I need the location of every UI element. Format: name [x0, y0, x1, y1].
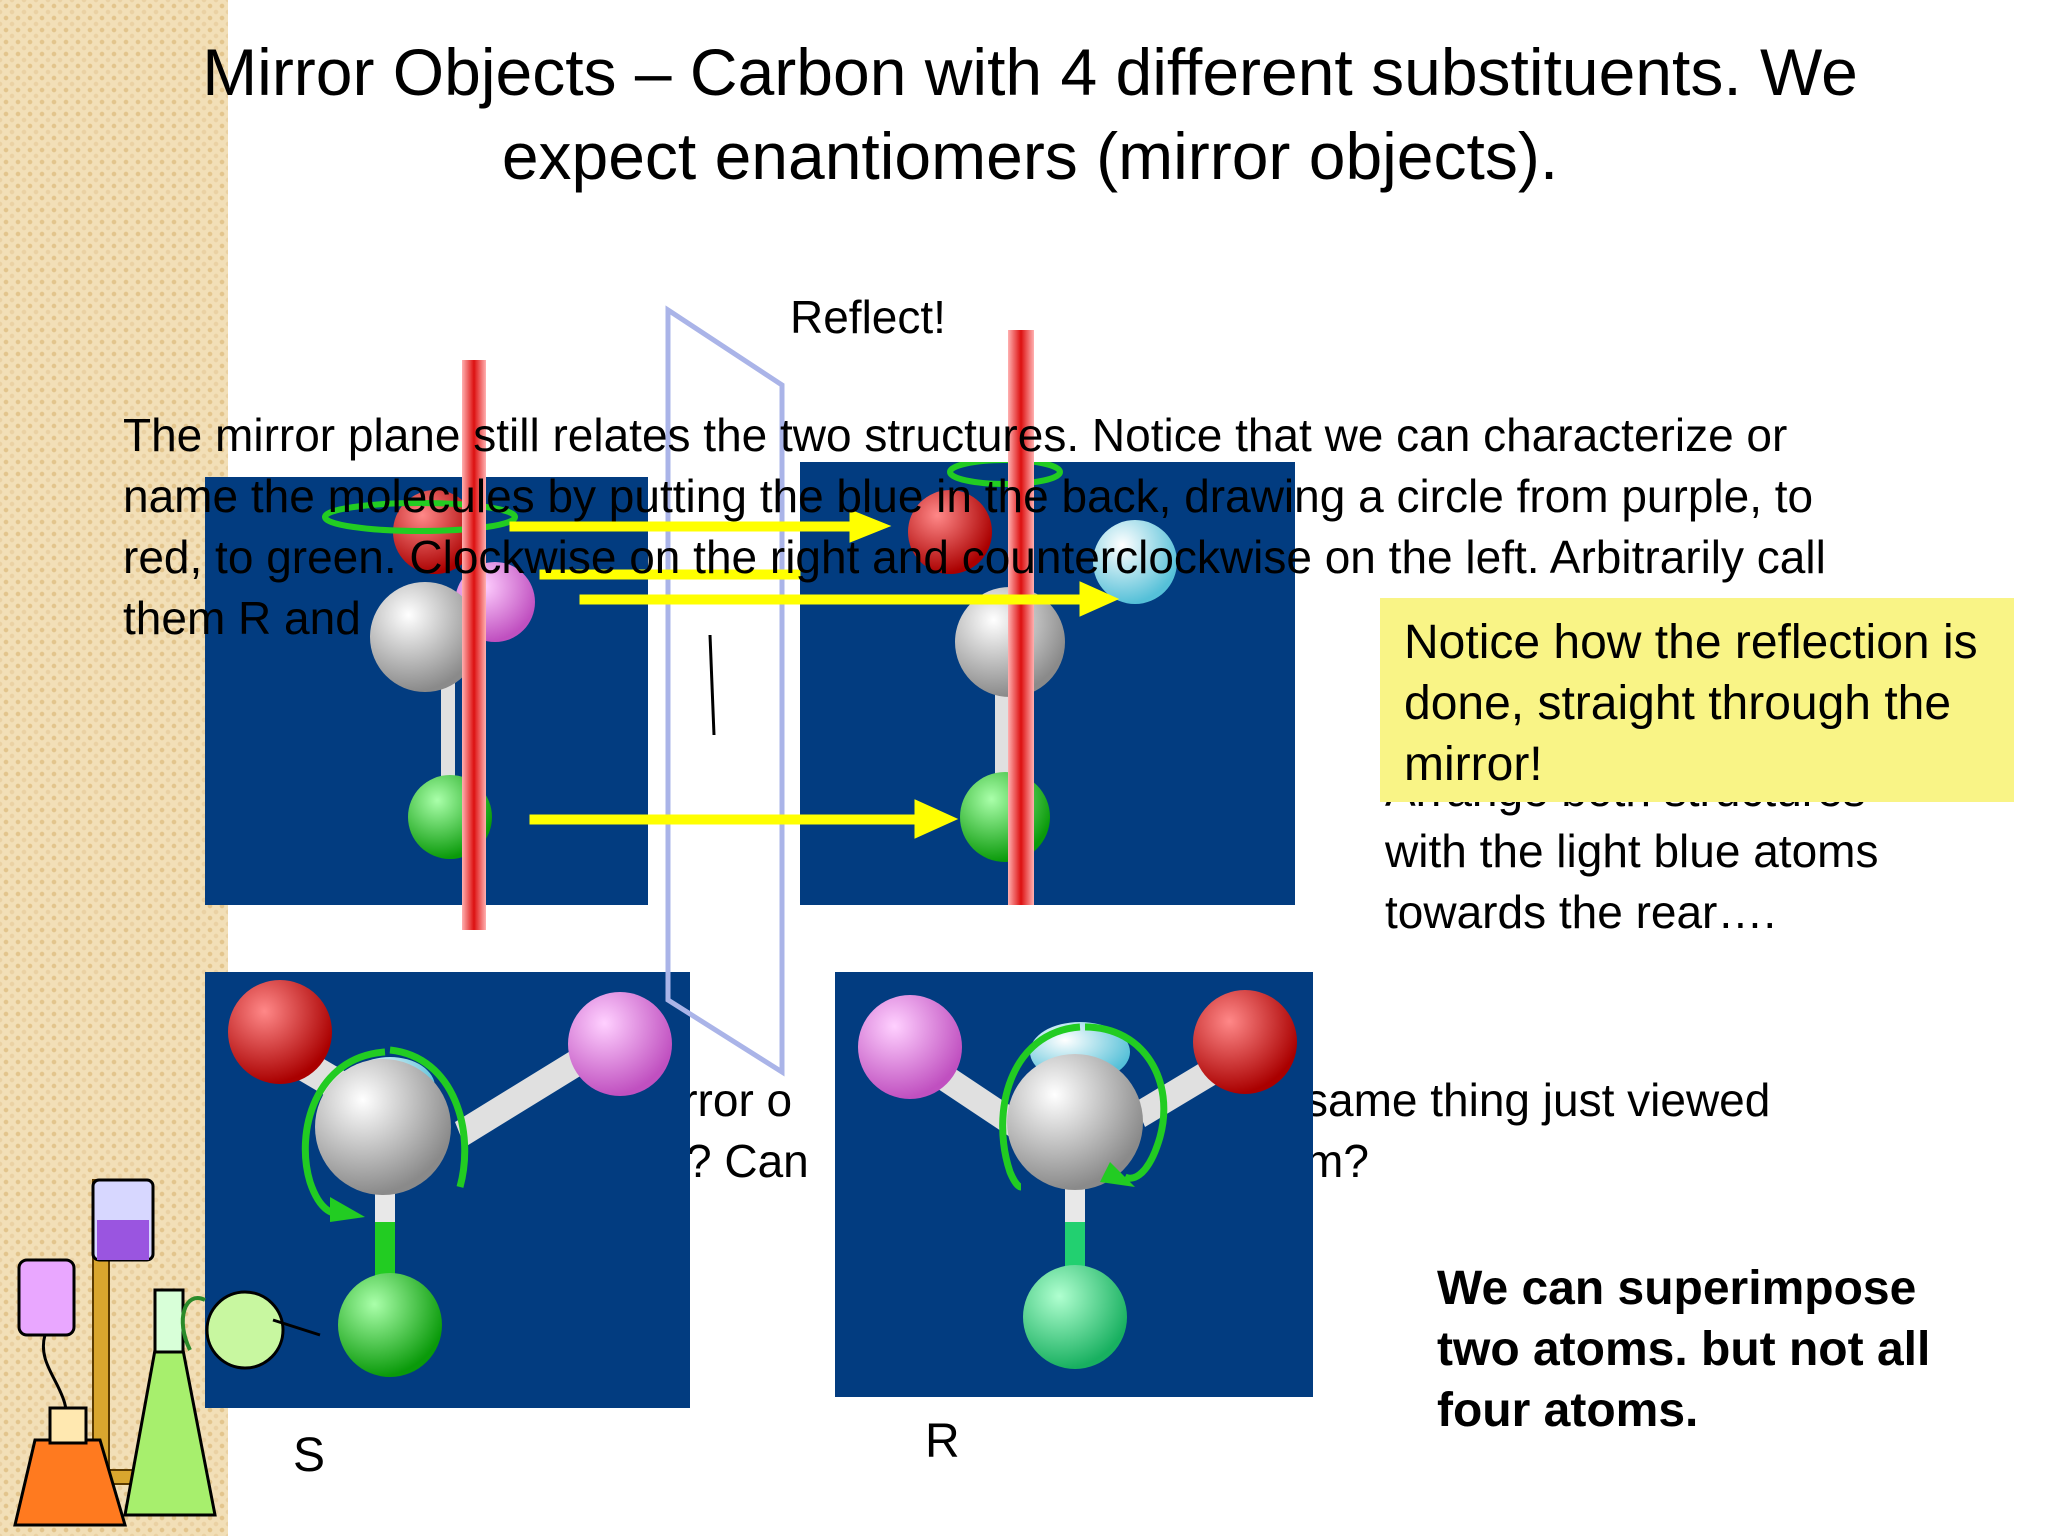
molecule-panel-bottom-right	[835, 972, 1313, 1397]
question-fragment-1: irror o	[672, 1074, 793, 1126]
molecule-s-icon	[228, 980, 672, 1377]
molecule-r-icon	[858, 990, 1297, 1369]
conclusion-text: We can superimpose two atoms. but not al…	[1437, 1262, 1931, 1437]
explanation-paragraph: The mirror plane still relates the two s…	[123, 409, 1826, 644]
chemistry-lab-clipart-icon	[13, 1178, 321, 1527]
mirror-plane-icon	[665, 305, 785, 1077]
label-r: R	[925, 1415, 960, 1468]
question-fragment-2: same thing just viewed	[1305, 1074, 1771, 1126]
slide-title: Mirror Objects – Carbon with 4 different…	[202, 35, 1858, 193]
molecule-panel-bottom-left	[205, 972, 690, 1408]
label-s: S	[293, 1429, 326, 1482]
reflect-label: Reflect!	[790, 291, 946, 343]
question-fragment-4: m?	[1305, 1135, 1369, 1187]
reflection-note: Notice how the reflection is done, strai…	[1380, 598, 2014, 802]
molecule-panel-top-left	[205, 477, 648, 905]
question-fragment-3: ? Can	[686, 1135, 809, 1187]
